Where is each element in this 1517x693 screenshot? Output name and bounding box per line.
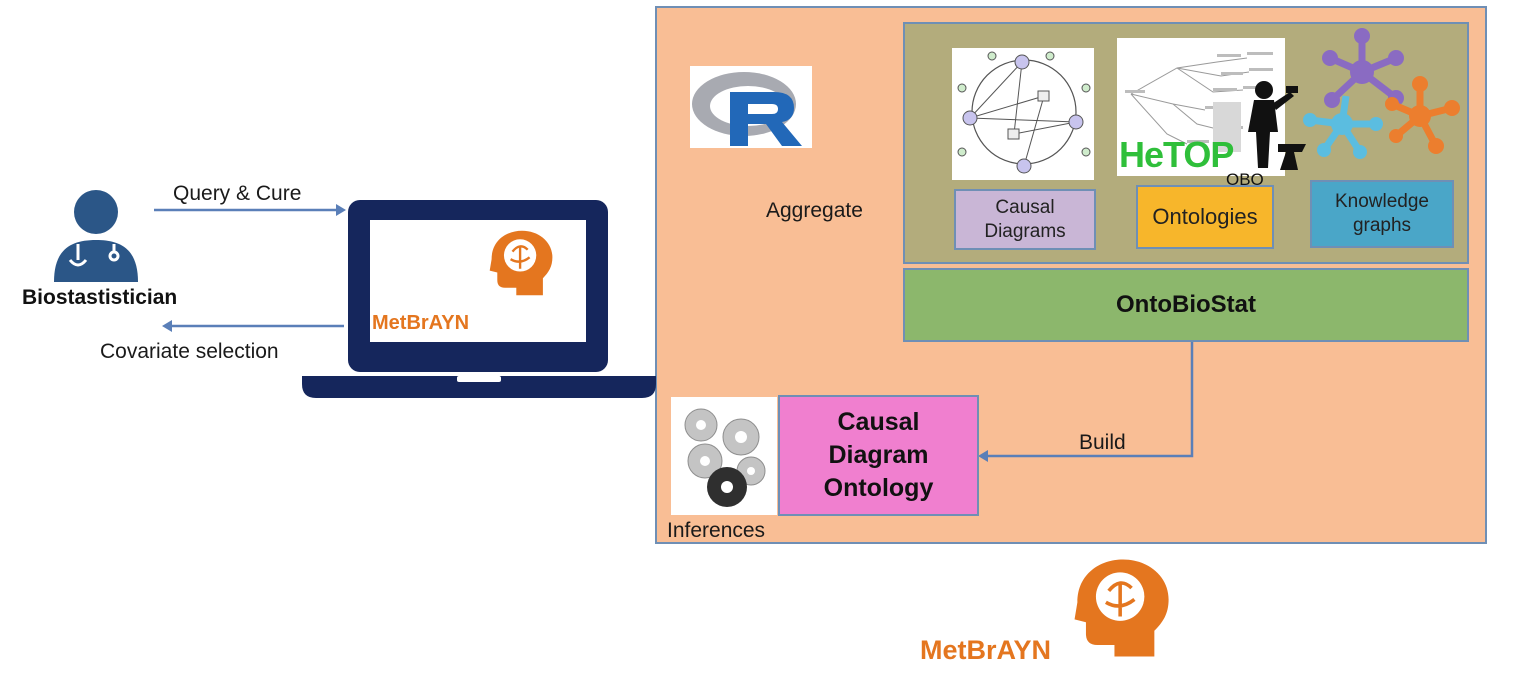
brain-head-logo-icon: [1074, 559, 1169, 657]
brain-head-icon: [489, 230, 553, 296]
causal-diagram-ontology-box: Causal Diagram Ontology: [778, 395, 979, 516]
gears-icon: [671, 397, 777, 515]
hetop-text: HeTOP: [1119, 134, 1234, 175]
doctor-icon: [54, 190, 138, 282]
laptop-icon: [302, 200, 656, 398]
ontologies-label: Ontologies: [1152, 204, 1258, 229]
actor-label: Biostastistician: [22, 286, 178, 309]
ontobiostat-label: OntoBioStat: [1116, 291, 1256, 318]
bottom-logo-text: MetBrAYN: [920, 635, 1052, 665]
causal-diagram-ontology-label: Causal Diagram Ontology: [823, 408, 934, 502]
blacksmith-icon: [1248, 81, 1306, 170]
query-arrow: [154, 204, 346, 216]
obo-text: OBO: [1226, 170, 1264, 189]
knowledge-graphs-label: Knowledge graphs: [1334, 191, 1430, 236]
covariate-label: Covariate selection: [100, 340, 279, 363]
knowledge-graphs-box: Knowledge graphs: [1310, 180, 1454, 248]
causal-diagrams-box: Causal Diagrams: [954, 189, 1096, 250]
inferences-label: Inferences: [667, 519, 766, 542]
r-logo-icon: [690, 66, 812, 148]
knowledge-graph-icon: [1303, 28, 1460, 159]
laptop-logo-text: MetBrAYN: [372, 312, 470, 334]
build-label: Build: [1079, 431, 1126, 454]
ontologies-box: Ontologies: [1136, 185, 1274, 249]
covariate-arrow: [162, 320, 344, 332]
causal-diagrams-label: Causal Diagrams: [984, 196, 1066, 242]
aggregate-label: Aggregate: [766, 199, 863, 222]
query-label: Query & Cure: [173, 182, 302, 205]
ontobiostat-box: OntoBioStat: [903, 268, 1469, 342]
causal-diagram-thumbnail: [952, 48, 1094, 180]
build-arrow: [978, 342, 1194, 462]
